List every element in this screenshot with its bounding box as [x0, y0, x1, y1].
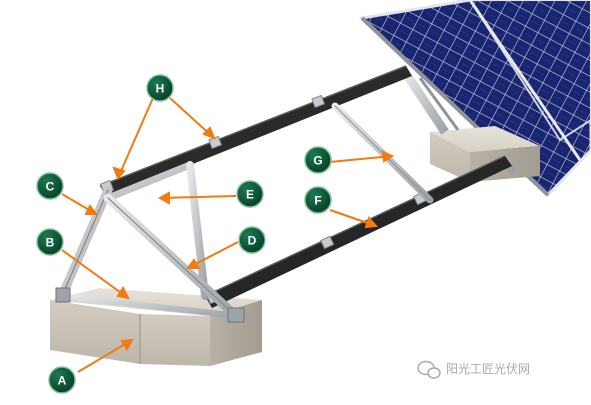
callout-d: D	[238, 226, 266, 254]
callout-b-label: B	[46, 236, 55, 250]
callout-f-label: F	[314, 194, 321, 208]
inclined-support	[186, 161, 209, 300]
callout-e-label: E	[246, 188, 254, 202]
leader-lines	[61, 97, 395, 373]
lower-rail	[205, 156, 512, 308]
wechat-bubbles-icon	[417, 360, 441, 379]
callout-a-label: A	[58, 374, 67, 388]
callout-h-label: H	[156, 82, 165, 96]
aluminum-frame	[57, 102, 434, 321]
watermark-text: 阳光工匠光伏网	[446, 362, 530, 376]
diagonal-top-brace	[104, 161, 194, 202]
base-rail	[59, 293, 243, 319]
callout-e: E	[236, 180, 264, 208]
upper-rail	[100, 66, 412, 198]
solar-panel-right	[468, 0, 591, 142]
callout-g: G	[304, 146, 332, 174]
callout-b: B	[36, 228, 64, 256]
watermark: 阳光工匠光伏网	[417, 360, 530, 379]
callouts: H C E B D G F A	[36, 74, 332, 394]
callout-c-label: C	[46, 180, 55, 194]
callout-h: H	[146, 74, 174, 102]
callout-d-label: D	[248, 234, 257, 248]
callout-a: A	[48, 366, 76, 394]
callout-c: C	[36, 172, 64, 200]
rails	[99, 65, 512, 308]
panel-divider	[468, 0, 582, 161]
callout-g-label: G	[313, 154, 322, 168]
callout-f: F	[304, 186, 332, 214]
foot-brackets	[55, 287, 245, 323]
